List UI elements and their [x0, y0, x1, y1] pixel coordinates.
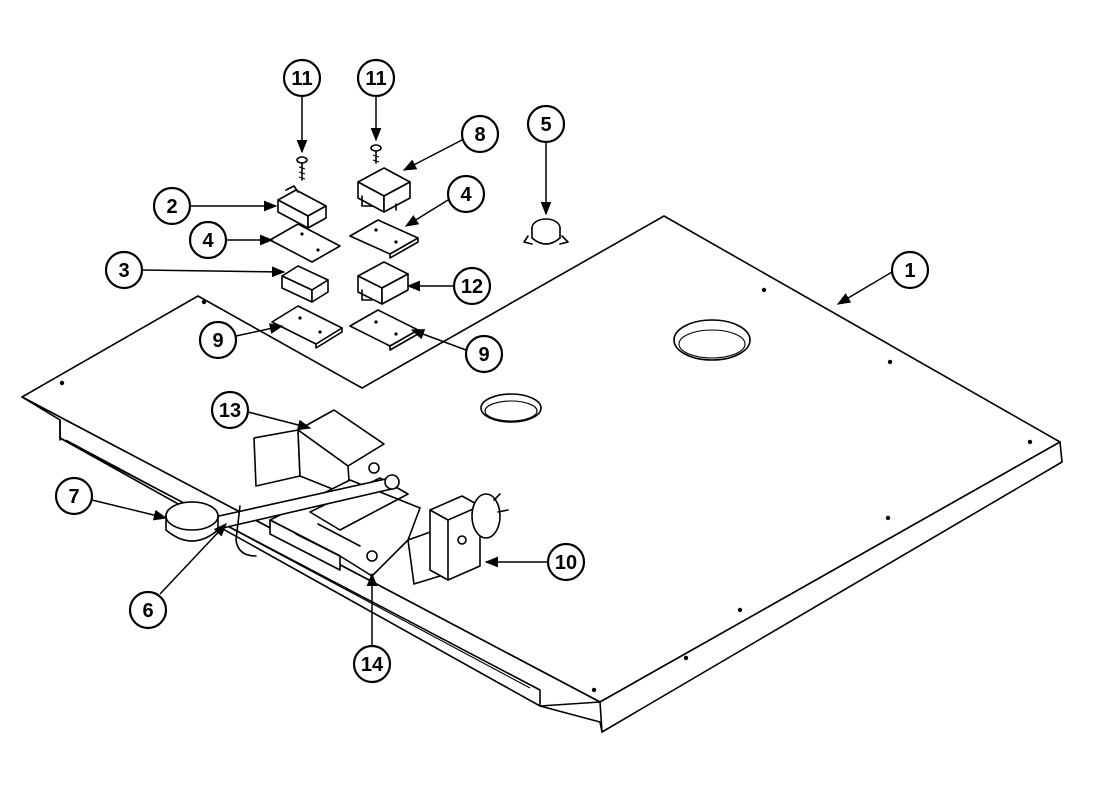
insulator-4-left [269, 223, 341, 263]
leader-lines [91, 96, 893, 646]
callout-10: 10 [546, 542, 586, 582]
callout-label: 14 [361, 654, 384, 676]
callout-label: 6 [142, 600, 153, 622]
callout-6: 6 [128, 590, 168, 630]
switch-2 [277, 185, 327, 229]
callout-label: 4 [202, 230, 214, 252]
callout-label: 12 [461, 276, 483, 298]
callout-label: 10 [555, 552, 577, 574]
callout-label: 11 [365, 68, 386, 90]
callout-label: 3 [118, 260, 129, 282]
callout-label: 5 [540, 114, 551, 136]
callout-7: 7 [54, 476, 94, 516]
callout-4-right: 4 [446, 174, 486, 214]
callout-label: 7 [68, 486, 79, 508]
callout-label: 9 [478, 344, 489, 366]
callout-5: 5 [526, 104, 566, 144]
thermostat-5 [523, 218, 569, 245]
callout-label: 1 [904, 260, 915, 282]
motor-10 [429, 493, 509, 581]
callout-3: 3 [104, 250, 144, 290]
callout-label: 8 [474, 124, 485, 146]
callout-1: 1 [890, 250, 930, 290]
callout-14: 14 [352, 644, 392, 684]
main-panel [21, 215, 1063, 733]
relay-12 [357, 261, 409, 305]
callout-9-left: 9 [198, 320, 238, 360]
callout-label: 9 [212, 330, 223, 352]
callout-label: 13 [219, 400, 241, 422]
screw-left [296, 156, 308, 181]
callout-4-left: 4 [188, 220, 228, 260]
callout-label: 4 [460, 184, 472, 206]
callout-11-left: 11 [282, 58, 322, 98]
screw-right [370, 144, 382, 164]
callout-8: 8 [460, 114, 500, 154]
callout-9-right: 9 [464, 334, 504, 374]
switch-3 [281, 265, 329, 303]
callout-11-right: 11 [356, 58, 396, 98]
callout-label: 11 [291, 68, 312, 90]
callout-13: 13 [210, 390, 250, 430]
knob-7 [165, 501, 219, 542]
relay-8 [357, 167, 411, 213]
panel-opening-large [673, 319, 751, 361]
callout-label: 2 [166, 196, 177, 218]
shield-13 [253, 409, 385, 497]
callout-12: 12 [452, 266, 492, 306]
callout-2: 2 [152, 186, 192, 226]
panel-opening-small [480, 393, 542, 423]
